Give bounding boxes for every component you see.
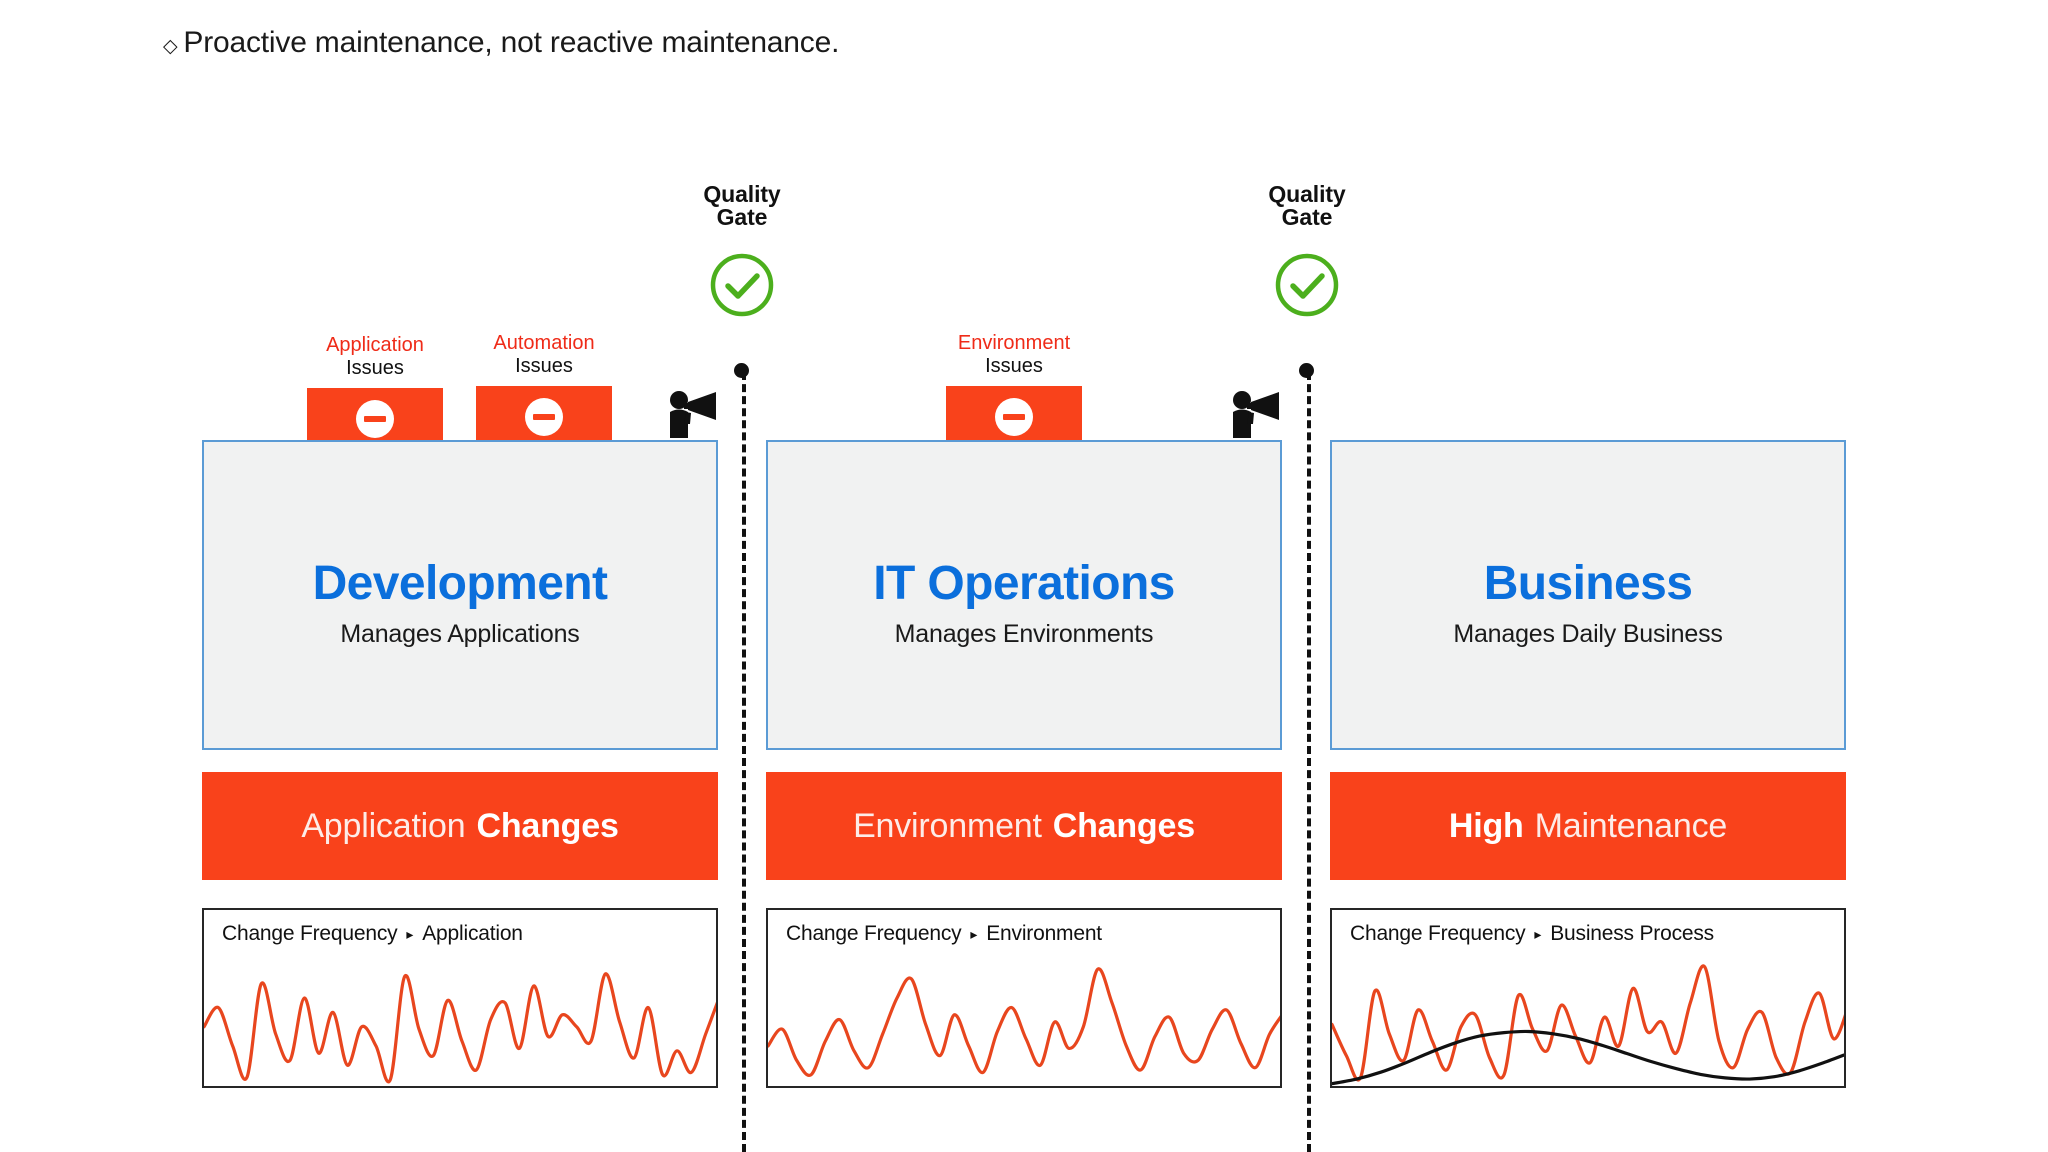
chart-series-svg	[768, 967, 1280, 1077]
panel-development[interactable]: Development Manages Applications	[202, 440, 718, 750]
issue-title: Environment	[957, 332, 1071, 354]
chart-application[interactable]: Change Frequency ▸ Application	[202, 908, 718, 1088]
panel-title: Business	[1483, 557, 1693, 610]
quality-gate-line1: Quality	[1268, 181, 1346, 207]
quality-gate-label: Quality Gate	[1207, 181, 1407, 231]
quality-gate-label: Quality Gate	[642, 181, 842, 231]
no-entry-icon	[356, 400, 394, 438]
change-bar-bold-text: High	[1448, 806, 1524, 845]
quality-gate-line1: Quality	[703, 181, 781, 207]
chart-business-process[interactable]: Change Frequency ▸ Business Process	[1330, 908, 1846, 1088]
chart-caption: Change Frequency ▸ Business Process	[1350, 922, 1714, 946]
chart-caption-value: Application	[422, 922, 523, 945]
person-megaphone-icon-2	[1225, 386, 1287, 448]
chart-caption-label: Change Frequency	[222, 922, 398, 945]
diamond-bullet-icon: ◇	[163, 36, 178, 57]
change-bar-high-maintenance[interactable]: High Maintenance	[1330, 772, 1846, 880]
chart-caption-label: Change Frequency	[786, 922, 962, 945]
chart-caption: Change Frequency ▸ Environment	[786, 922, 1102, 946]
no-entry-icon	[995, 398, 1033, 436]
person-megaphone-icon-1	[662, 386, 724, 448]
panel-it-operations[interactable]: IT Operations Manages Environments	[766, 440, 1282, 750]
chart-caption-value: Environment	[986, 922, 1102, 945]
change-bar-regular-text: Application	[301, 806, 466, 845]
change-bar-environment[interactable]: Environment Changes	[766, 772, 1282, 880]
caret-right-icon: ▸	[1534, 926, 1542, 942]
caret-right-icon: ▸	[970, 926, 978, 942]
caret-right-icon: ▸	[406, 926, 414, 942]
chart-caption-label: Change Frequency	[1350, 922, 1526, 945]
change-bar-bold-text: Changes	[476, 806, 619, 845]
check-circle-icon	[1274, 252, 1340, 318]
panel-business[interactable]: Business Manages Daily Business	[1330, 440, 1846, 750]
issue-box[interactable]	[946, 386, 1082, 448]
page-title-text: Proactive maintenance, not reactive main…	[183, 26, 840, 59]
chart-caption-value: Business Process	[1550, 922, 1714, 945]
no-entry-icon	[525, 398, 563, 436]
change-bar-regular-text: Maintenance	[1534, 806, 1728, 845]
change-bar-regular-text: Environment	[853, 806, 1042, 845]
change-bar-bold-text: Changes	[1052, 806, 1195, 845]
issue-subtitle: Issues	[346, 357, 404, 379]
panel-subtitle: Manages Applications	[340, 620, 580, 648]
issue-box[interactable]	[476, 386, 612, 448]
panel-title: Development	[312, 557, 608, 610]
panel-title: IT Operations	[873, 557, 1175, 610]
chart-caption: Change Frequency ▸ Application	[222, 922, 523, 946]
quality-gate-line2: Gate	[1281, 204, 1333, 231]
check-circle-icon	[709, 252, 775, 318]
chart-series-svg	[1332, 964, 1844, 1086]
change-bar-application[interactable]: Application Changes	[202, 772, 718, 880]
quality-gate-line2: Gate	[716, 204, 768, 231]
divider-line-1	[742, 372, 746, 1152]
quality-gate-2: Quality Gate	[1207, 181, 1407, 318]
issue-application[interactable]: Application Issues	[307, 335, 443, 450]
divider-line-2	[1307, 372, 1311, 1152]
divider-dot-1	[734, 363, 749, 378]
issue-subtitle: Issues	[985, 355, 1043, 377]
issue-automation[interactable]: Automation Issues	[476, 333, 612, 448]
issue-title: Automation	[493, 332, 595, 354]
issue-title: Application	[326, 334, 424, 356]
divider-dot-2	[1299, 363, 1314, 378]
panel-subtitle: Manages Environments	[894, 620, 1154, 648]
issue-box[interactable]	[307, 388, 443, 450]
issue-subtitle: Issues	[515, 355, 573, 377]
chart-series-svg	[204, 972, 716, 1084]
issue-environment[interactable]: Environment Issues	[946, 333, 1082, 448]
chart-environment[interactable]: Change Frequency ▸ Environment	[766, 908, 1282, 1088]
panel-subtitle: Manages Daily Business	[1453, 620, 1723, 648]
quality-gate-1: Quality Gate	[642, 181, 842, 318]
page-title: ◇ Proactive maintenance, not reactive ma…	[163, 26, 839, 60]
